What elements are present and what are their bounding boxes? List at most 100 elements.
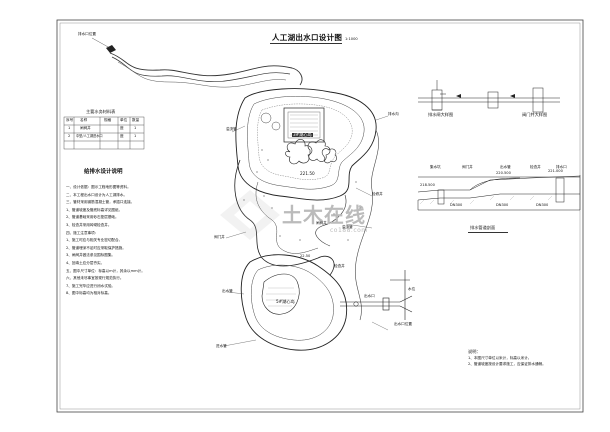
waterway-far-right <box>354 129 379 321</box>
lake-bottom-label: 5#湖心岛 <box>276 299 295 304</box>
legend-cell: 中型/人工湖进水口 <box>76 134 103 138</box>
label-gate: 闸阀井 <box>316 221 327 225</box>
inner-frame <box>59 22 581 410</box>
label-ditch-b: 排水沟 <box>388 112 399 116</box>
island-platform <box>283 107 325 143</box>
profile-label: 阀门井 <box>462 165 473 169</box>
notes-line: 四、施工注意事项： <box>66 230 99 235</box>
notes-line: 4、回填土应分层夯实。 <box>66 261 105 265</box>
outlet-pipe <box>340 270 413 320</box>
profile-dim: DN300 <box>450 203 463 207</box>
legend-title: 主要水务材料表 <box>86 109 116 114</box>
notes-line: 三、管材采用钢筋混凝土管，承插口连接。 <box>66 200 135 205</box>
legend-cell: 1 <box>134 134 137 138</box>
profile-elev: 220.500 <box>496 171 511 175</box>
profile-label: 集水坑 <box>430 165 441 169</box>
profile-hatch <box>419 195 553 205</box>
profile-title: 排水管道剖面 <box>470 225 496 230</box>
notes-line: 3、闸阀井做法参见国标图集。 <box>66 253 116 258</box>
label-ditch-a: 溢流管 <box>226 127 237 131</box>
label-ditch-d: 阀门井 <box>214 235 225 239</box>
lake-upper-water <box>257 103 353 180</box>
waterway-dots <box>243 149 361 241</box>
outlet-marker <box>106 45 116 53</box>
valve-detail-title: 排水闸大样图 <box>428 112 454 117</box>
title-underline <box>270 43 342 44</box>
elev-mid: 22.50 <box>300 254 311 258</box>
label-outlet-a: 出水口 <box>364 294 375 298</box>
main-title: 人工湖出水口设计图 <box>272 33 343 42</box>
leader-lines <box>223 115 389 347</box>
legend-cell: 1 <box>68 126 71 130</box>
legend-cell: 序号 <box>66 118 74 122</box>
label-pipe-c: 检查井 <box>334 264 345 268</box>
legend-cell: 闸阀井 <box>80 126 91 130</box>
outlet-leader <box>91 37 111 49</box>
profile-section <box>417 175 581 211</box>
profile-label: 出水管 <box>500 165 511 169</box>
profile-dim: DN300 <box>496 203 509 207</box>
elev-top: 221.50 <box>300 171 315 176</box>
notes-line: 一、设计依据：图示工程地形图等资料。 <box>66 185 131 189</box>
bottom-note: 2、管道坡度按设计要求施工，应保证排水通畅。 <box>468 362 546 366</box>
main-scale: 1:1000 <box>345 37 358 41</box>
notes-title: 给排水设计说明 <box>84 169 123 175</box>
lower-island-hatch <box>266 287 296 307</box>
legend-cell: 2 <box>68 134 71 138</box>
gate-detail-title: 阀门井大样图 <box>522 112 548 117</box>
legend-cell: 座 <box>120 126 124 130</box>
lake-upper-outline <box>235 88 377 201</box>
lake-lower-outline <box>240 254 348 351</box>
profile-title-underline <box>468 232 508 233</box>
profile-elev: 218.500 <box>420 183 435 187</box>
islet <box>260 112 272 124</box>
watermark-text: 土木在线 <box>282 203 366 227</box>
lake-lower-island <box>261 273 300 315</box>
lake-top-label: 3#湖心岛 <box>292 132 313 138</box>
notes-line: 六、其他未尽事宜按现行规范执行。 <box>66 276 124 281</box>
notes-line: 2、管道埋深不足时应采取保护措施。 <box>66 245 126 250</box>
outer-frame <box>56 19 584 413</box>
legend-cell: 规格 <box>104 118 112 122</box>
lake-upper-inner <box>247 96 365 190</box>
profile-elev: 221.000 <box>548 169 563 173</box>
outlet-channel-edge <box>111 56 291 83</box>
outlet-label: 排水口位置 <box>78 32 96 36</box>
watermark-logo <box>220 190 280 240</box>
bottom-notes-head: 说明： <box>468 349 481 354</box>
notes-line: 2、管道基础采用砂石垫层基础。 <box>66 215 119 220</box>
outlet-channel-edge <box>117 61 287 88</box>
notes-line: 五、图中尺寸单位：标高以m计，其余以mm计。 <box>66 268 145 273</box>
valve-detail <box>418 80 560 113</box>
islet <box>271 121 281 131</box>
label-pipe-b: 出水管 <box>222 289 233 293</box>
notes-line: 1、管道坡度及管底标高详见图纸。 <box>66 207 123 212</box>
label-water: 水位 <box>408 287 416 291</box>
outlet-channel <box>109 52 303 86</box>
flower-island <box>285 139 337 165</box>
lake-lower-inner <box>251 264 334 341</box>
profile-dim: DN300 <box>536 203 549 207</box>
profile-label: 检查井 <box>530 165 541 169</box>
label-pipe-d: 进水管 <box>216 344 227 348</box>
legend-cell: 数量 <box>132 118 140 122</box>
bottom-note: 1、本图尺寸单位以米计，标高以米计。 <box>468 356 532 360</box>
notes-line: 1、施工时应与相关专业密切配合。 <box>66 238 123 243</box>
legend-cell: 单位 <box>120 118 128 122</box>
label-ditch-c: 检修井 <box>372 192 383 196</box>
valve-detail-arrows <box>456 94 515 98</box>
waterway-right <box>315 194 347 247</box>
notes-line: 二、本工程出水口设计为人工湖排水。 <box>66 192 128 197</box>
legend-cell: 1 <box>134 126 137 130</box>
label-pipe-a: 溢流管 <box>342 225 353 229</box>
legend-table <box>63 116 145 150</box>
manhole <box>353 301 359 307</box>
watermark-url: co188.com <box>330 227 368 234</box>
waterway-inner <box>255 181 319 254</box>
label-outlet-b: 出水口位置 <box>394 322 412 326</box>
island-platform-inner <box>287 111 321 139</box>
notes-line: 3、检查井采用砖砌检查井。 <box>66 223 112 227</box>
profile-label: 排水口 <box>556 165 567 169</box>
